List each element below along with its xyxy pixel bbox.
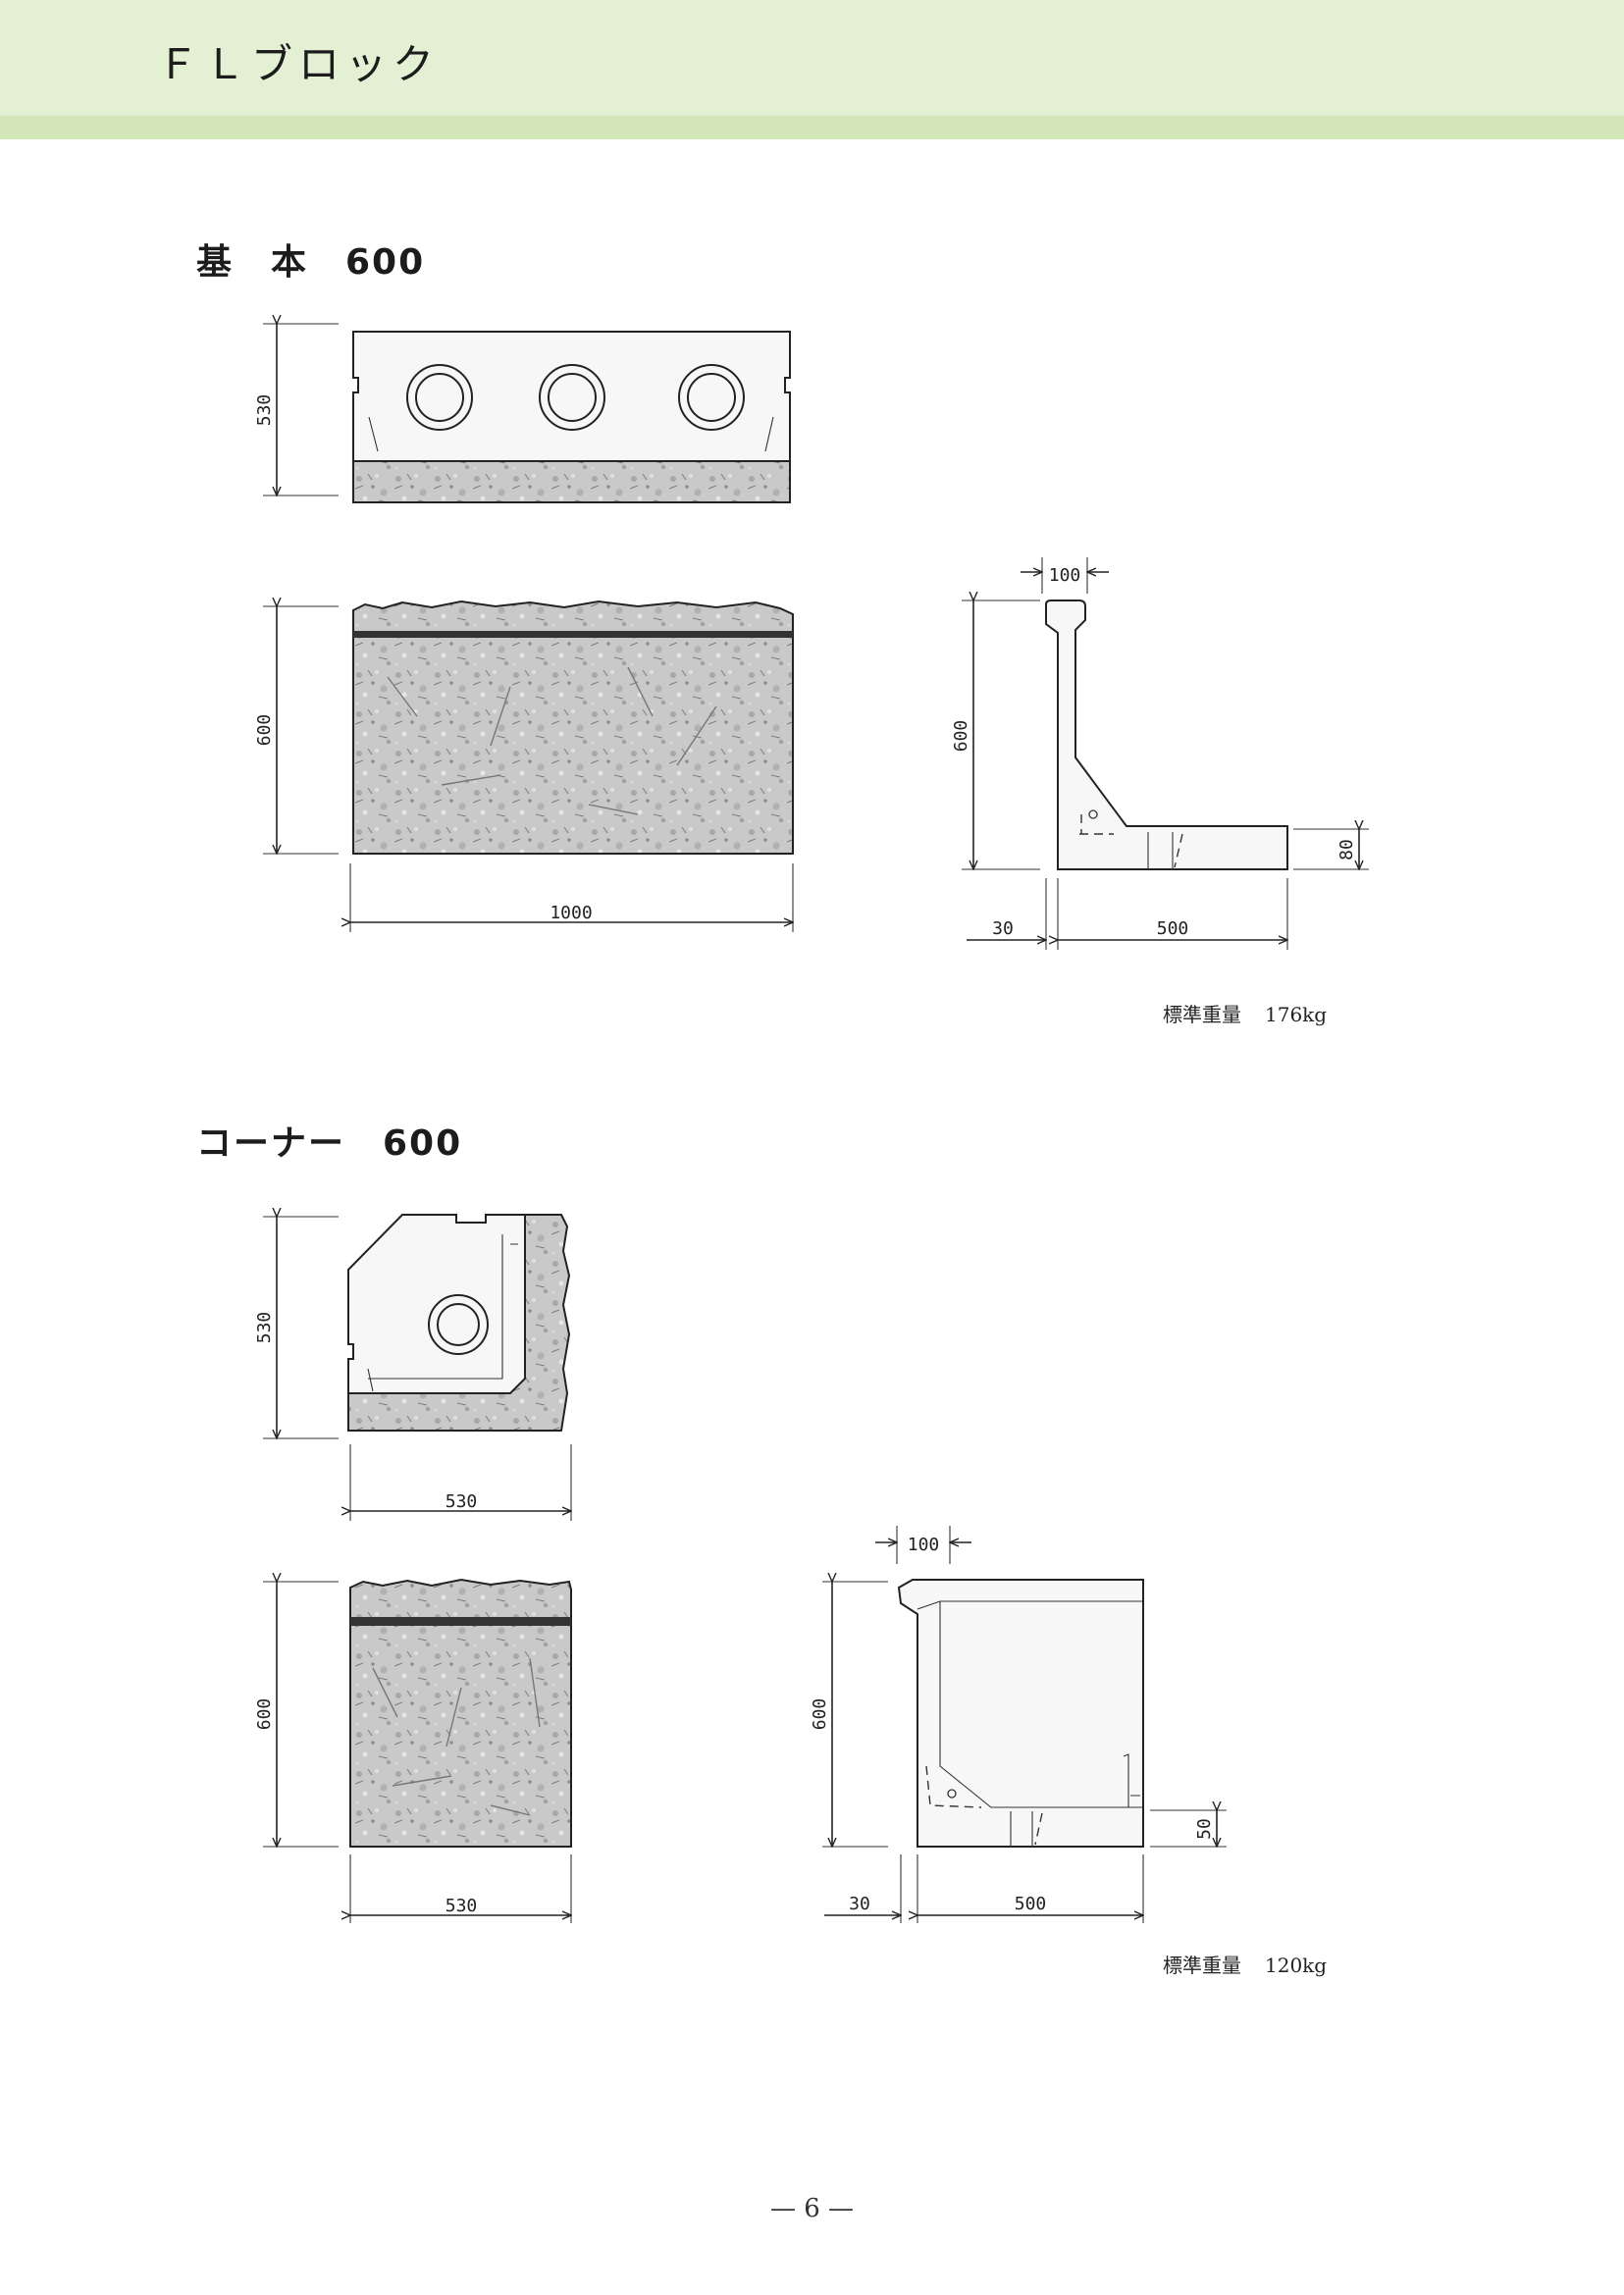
corner-top-view: 530 530 [254, 1215, 571, 1521]
dim-basic-side-height: 600 [951, 720, 971, 753]
weight-label: 標準重量 [1163, 1954, 1241, 1977]
weight-corner: 標準重量 120kg [1163, 1950, 1327, 1978]
dim-corner-front-height: 600 [254, 1698, 275, 1731]
dim-basic-top-height: 530 [254, 394, 275, 427]
basic-side-view: 100 600 80 30 500 [951, 557, 1369, 950]
dim-corner-side-offset: 30 [849, 1894, 870, 1914]
page-title: ＦＬブロック [157, 40, 441, 88]
dim-basic-front-height: 600 [254, 714, 275, 747]
dim-basic-side-offset: 30 [992, 918, 1014, 939]
page-header [0, 0, 1624, 116]
section-title-basic: 基 本 600 [196, 242, 426, 283]
dim-corner-side-thickness: 100 [908, 1535, 940, 1555]
header-strip [0, 116, 1624, 139]
corner-front-view: 600 530 [254, 1580, 572, 1923]
weight-value: 120kg [1265, 1954, 1328, 1977]
dim-basic-front-width: 1000 [550, 903, 592, 923]
weight-label: 標準重量 [1163, 1003, 1241, 1026]
dim-corner-top-height: 530 [254, 1312, 275, 1344]
dim-corner-top-width: 530 [445, 1491, 478, 1512]
dim-corner-side-height: 600 [810, 1698, 830, 1731]
dim-corner-front-width: 530 [445, 1896, 478, 1916]
weight-value: 176kg [1265, 1003, 1328, 1026]
weight-basic: 標準重量 176kg [1163, 999, 1327, 1027]
dim-corner-side-width: 500 [1015, 1894, 1047, 1914]
section-title-corner: コーナー 600 [196, 1123, 463, 1164]
dim-basic-side-width: 500 [1157, 918, 1189, 939]
page-number: — 6 — [769, 2194, 855, 2223]
dim-basic-side-thickness: 100 [1049, 565, 1081, 586]
dim-basic-side-base: 80 [1336, 839, 1357, 861]
basic-top-view: 530 [254, 324, 791, 503]
dim-corner-side-base: 50 [1194, 1818, 1215, 1840]
corner-side-view: 100 600 50 30 500 [810, 1526, 1227, 1923]
basic-front-view: 600 1000 [254, 601, 794, 932]
